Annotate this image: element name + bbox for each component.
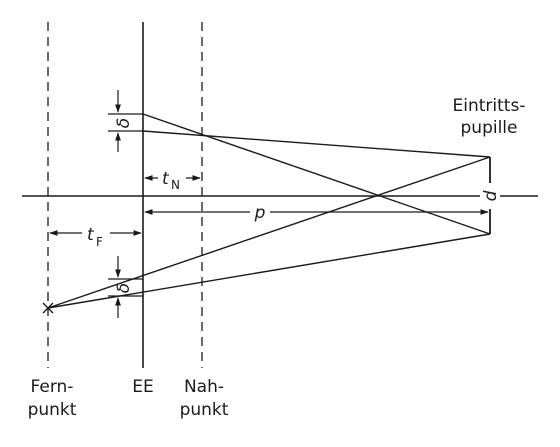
t-n-label: t bbox=[162, 169, 170, 189]
delta-bottom-dimension bbox=[108, 256, 143, 318]
ray-farpoint-to-pupil-top bbox=[47, 156, 491, 309]
delta-top-label: δ bbox=[114, 118, 134, 128]
pupille-label-line2: pupille bbox=[461, 118, 518, 138]
nahpunkt-label-line1: Nah- bbox=[184, 377, 224, 397]
delta-top-dimension bbox=[108, 90, 143, 152]
d-label: d bbox=[481, 190, 501, 201]
fernpunkt-label-line2: punkt bbox=[28, 400, 77, 420]
nahpunkt-label-line2: punkt bbox=[180, 400, 229, 420]
t-f-subscript: F bbox=[96, 235, 103, 249]
ray-farpoint-to-pupil-bottom bbox=[47, 233, 491, 309]
t-n-subscript: N bbox=[171, 178, 180, 192]
far-point-marker bbox=[42, 302, 54, 314]
t-f-label: t bbox=[87, 225, 95, 245]
fernpunkt-label-line1: Fern- bbox=[31, 377, 74, 397]
delta-bottom-label: δ bbox=[114, 283, 134, 293]
p-label: p bbox=[254, 203, 266, 223]
ray-upper-to-pupil-top bbox=[142, 130, 491, 158]
pupille-label-line1: Eintritts- bbox=[453, 96, 526, 116]
ee-label: EE bbox=[132, 377, 153, 397]
